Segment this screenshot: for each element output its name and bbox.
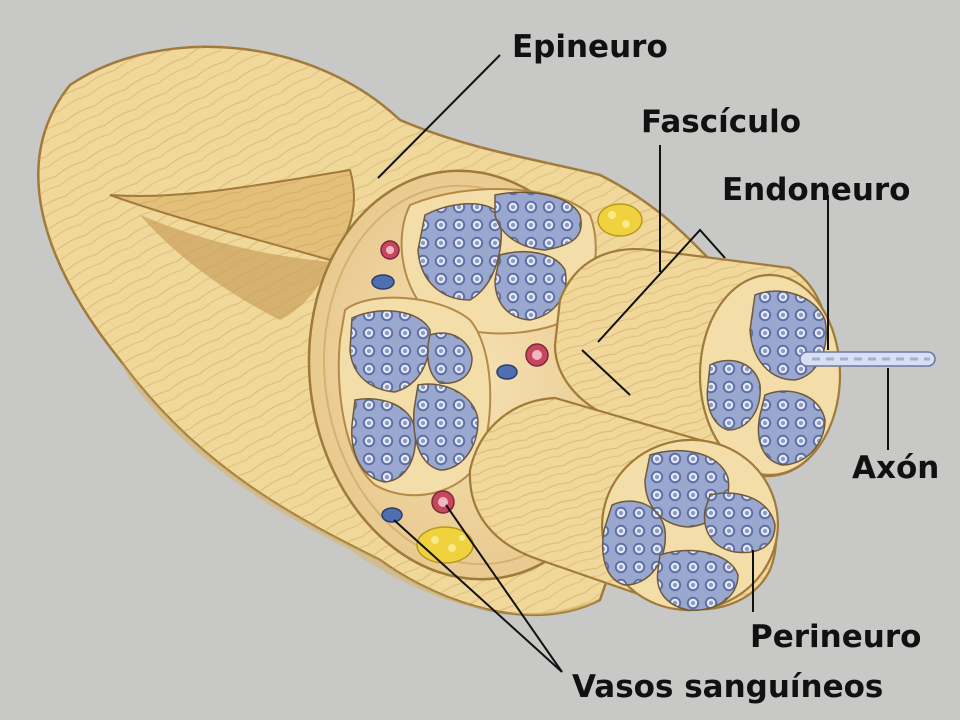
adipose-tissue <box>416 203 643 564</box>
label-fasciculo: Fascículo <box>641 104 801 140</box>
fascicle-top <box>400 188 597 335</box>
cut-face-fascicles <box>337 188 643 564</box>
label-endoneuro: Endoneuro <box>722 172 910 208</box>
label-epineuro: Epineuro <box>512 29 668 65</box>
exposed-axon <box>799 351 936 367</box>
label-vasos-sanguineos: Vasos sanguíneos <box>572 669 883 705</box>
label-axon: Axón <box>852 450 939 486</box>
leader-lines <box>377 54 889 673</box>
labels: Epineuro Fascículo Endoneuro Axón Perine… <box>512 29 939 705</box>
epineurium-flap <box>109 168 355 320</box>
fascicle-left <box>337 296 492 497</box>
protruding-fascicle-lower <box>468 396 780 612</box>
label-perineuro: Perineuro <box>750 619 921 655</box>
blood-vessels <box>371 240 549 523</box>
